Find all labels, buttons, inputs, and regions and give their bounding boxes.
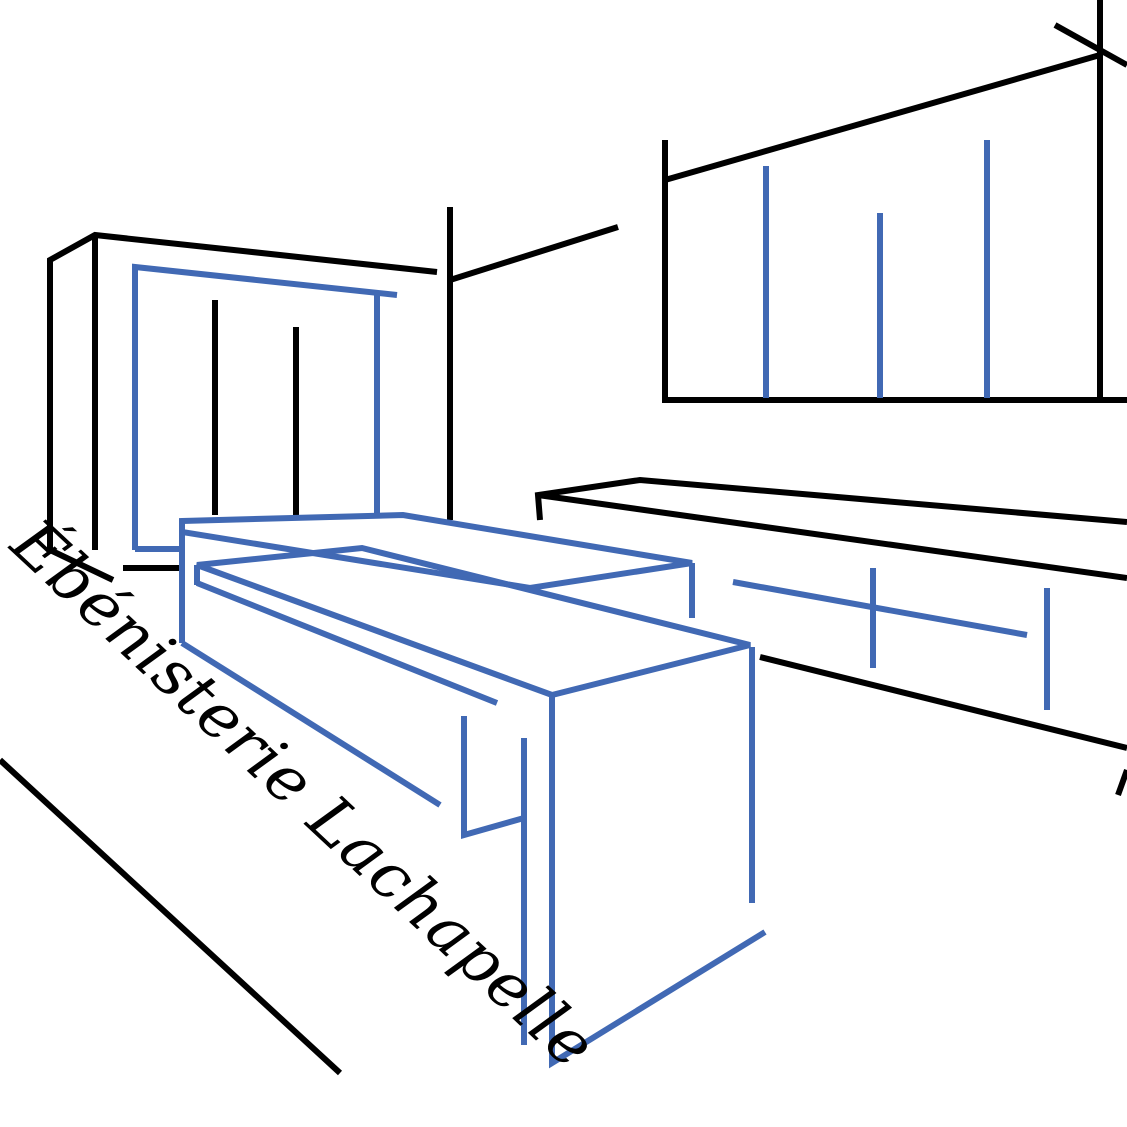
tall-cabinet-door-frame (132, 263, 398, 550)
company-wordmark: Ébénisterie Lachapelle (0, 504, 610, 1084)
island-countertop-back (179, 511, 693, 592)
upper-cabinet-corner-stroke (1053, 22, 1127, 68)
wall-ceiling-line (449, 224, 619, 283)
base-cabinet-foot-stroke (1115, 768, 1127, 797)
wall-outline-group (0, 0, 1127, 1076)
tall-cabinet-outline (47, 231, 438, 583)
island-countertop-front (195, 544, 751, 699)
base-cabinet-top (534, 476, 1127, 525)
upper-cabinet-outline (662, 140, 1127, 403)
base-drawer-line (732, 579, 1028, 638)
island-niche (461, 716, 525, 839)
island-front-panel (549, 695, 767, 1069)
base-cabinet-plinth (759, 654, 1127, 751)
island-left-bottom (180, 640, 442, 808)
upper-cabinet-top (664, 52, 1101, 183)
island-countertop-lip (195, 580, 499, 706)
wordmark-group: Ébénisterie Lachapelle (0, 504, 610, 1084)
accent-detail-group (132, 140, 1050, 1069)
wordmark-underline (0, 757, 343, 1076)
base-cabinet-front-top (537, 492, 1127, 581)
